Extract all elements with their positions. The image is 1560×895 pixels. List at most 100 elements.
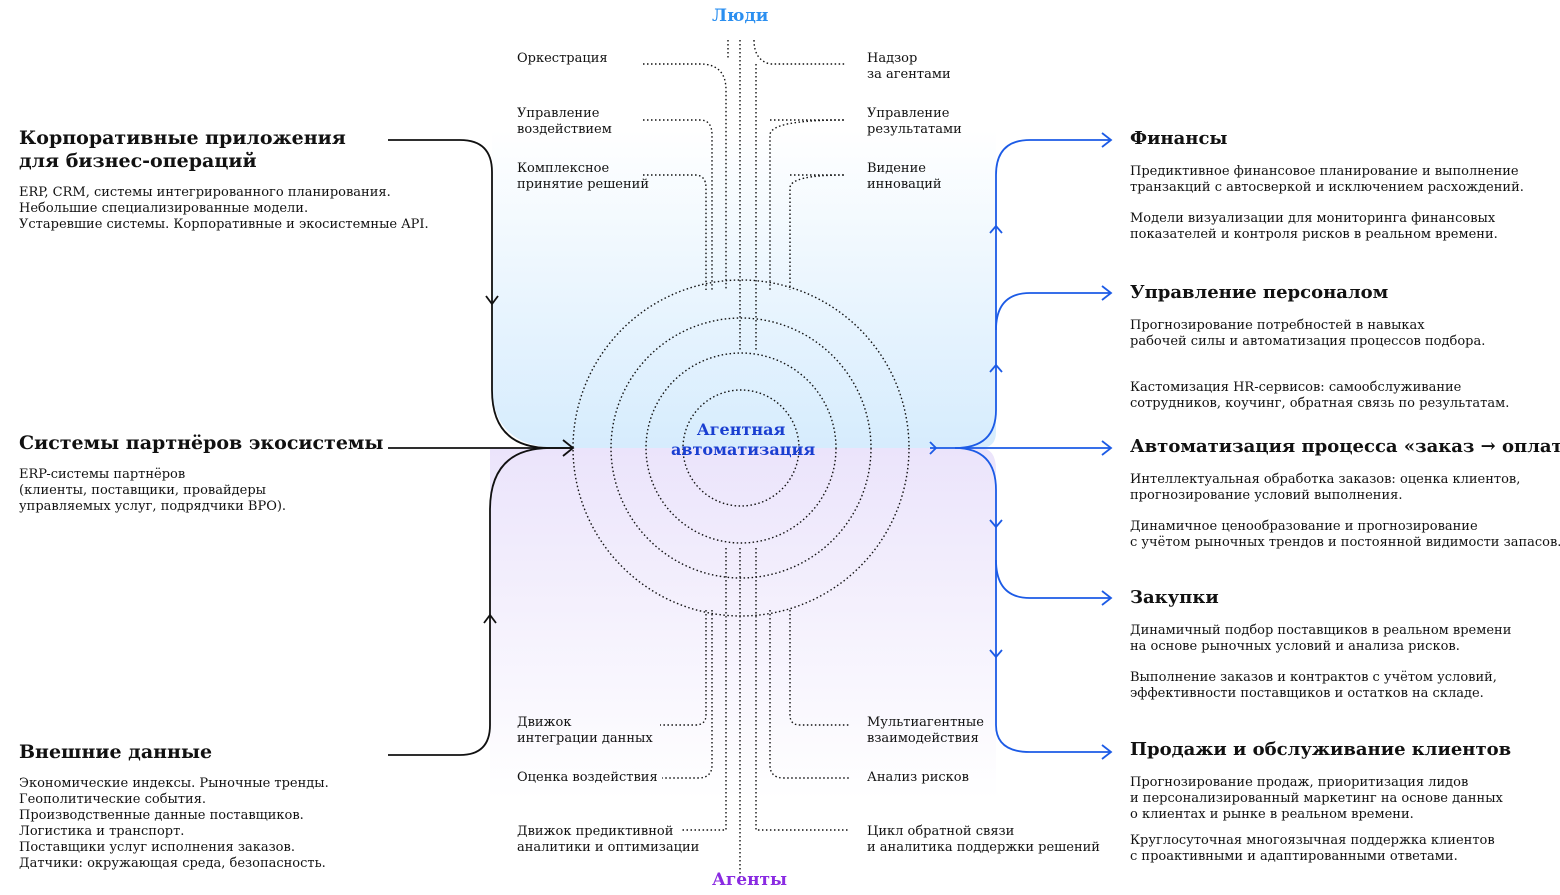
para-line: Динамичный подбор поставщиков в реальном… [1130, 623, 1512, 638]
input-arrowheads [483, 295, 575, 624]
cap-line: Движок предиктивной [517, 824, 674, 839]
cap-line: и аналитика поддержки решений [867, 840, 1100, 855]
para-line: и персонализированный маркетинг на основ… [1130, 791, 1503, 806]
procurement-paragraph: Выполнение заказов и контрактов с учётом… [1130, 670, 1511, 702]
people-cap-decision-making: Комплексное принятие решений [517, 161, 649, 193]
cap-line: Оценка воздействия [517, 770, 658, 785]
cap-line: взаимодействия [867, 731, 979, 746]
title-line: Системы партнёров экосистемы [19, 432, 384, 454]
para-line: Прогнозирование продаж, приоритизация ли… [1130, 775, 1469, 790]
order-to-cash-paragraph: Интеллектуальная обработка заказов: оцен… [1130, 472, 1560, 504]
cap-line: Надзор [867, 51, 918, 66]
center-label-line: автоматизация [671, 440, 816, 459]
order-to-cash-block: Автоматизация процесса «заказ → оплата» … [1130, 436, 1560, 551]
body-line: Геополитические события. [19, 792, 207, 807]
order-to-cash-paragraph: Динамичное ценообразование и прогнозиров… [1130, 519, 1560, 551]
output-flows [930, 139, 1110, 753]
people-pole-label: Люди [712, 6, 769, 26]
cap-line: Мультиагентные [867, 715, 984, 730]
order-to-cash-title: Автоматизация процесса «заказ → оплата» [1130, 436, 1560, 457]
people-cap-agent-oversight: Надзор за агентами [867, 51, 951, 83]
body-line: Устаревшие системы. Корпоративные и экос… [19, 217, 429, 232]
center-label-line: Агентная [696, 420, 786, 439]
cap-line: Комплексное [517, 161, 610, 176]
cap-line: результатами [867, 122, 962, 137]
agents-pole-label: Агенты [712, 870, 788, 890]
procurement-title: Закупки [1130, 587, 1219, 608]
finance-title: Финансы [1130, 128, 1228, 149]
body-line: управляемых услуг, подрядчики BPO). [19, 499, 287, 514]
title-line: для бизнес-операций [19, 150, 257, 172]
body-line: Производственные данные поставщиков. [19, 808, 304, 823]
agent-cap-feedback-loop: Цикл обратной связи и аналитика поддержк… [867, 824, 1100, 856]
cap-line: за агентами [867, 67, 951, 82]
hr-block: Управление персоналом Прогнозирование по… [1130, 282, 1509, 412]
corporate-apps-block: Корпоративные приложения для бизнес-опер… [19, 127, 429, 233]
automation-rings [572, 279, 910, 617]
cap-line: Видение [867, 161, 926, 176]
agent-cap-risk-analysis: Анализ рисков [867, 770, 969, 786]
people-channels [643, 39, 846, 350]
body-line: Логистика и транспорт. [19, 824, 185, 839]
center-label: Агентная автоматизация [671, 420, 816, 460]
cap-line: инноваций [867, 177, 942, 192]
body-line: ERP-системы партнёров [19, 467, 186, 482]
body-line: Небольшие специализированные модели. [19, 201, 309, 216]
people-zone-tint [492, 130, 996, 448]
cap-line: Цикл обратной связи [867, 824, 1015, 839]
para-line: Предиктивное финансовое планирование и в… [1130, 164, 1519, 179]
finance-block: Финансы Предиктивное финансовое планиров… [1130, 128, 1524, 243]
corporate-apps-title: Корпоративные приложения для бизнес-опер… [19, 127, 379, 173]
partner-systems-block: Системы партнёров экосистемы ERP-системы… [19, 432, 384, 515]
body-line: Экономические индексы. Рыночные тренды. [19, 776, 329, 791]
para-line: сотрудников, коучинг, обратная связь по … [1130, 396, 1510, 411]
cap-line: интеграции данных [517, 731, 653, 746]
para-line: прогнозирование условий выполнения. [1130, 488, 1403, 503]
cap-line: аналитики и оптимизации [517, 840, 700, 855]
agent-cap-data-integration: Движок интеграции данных [517, 715, 653, 747]
input-flows [388, 139, 572, 756]
people-cap-impact-management: Управление воздействием [517, 106, 612, 138]
para-line: Кастомизация HR-сервисов: самообслуживан… [1130, 380, 1462, 395]
sales-service-paragraph: Круглосуточная многоязычная поддержка кл… [1130, 833, 1511, 865]
people-cap-orchestration: Оркестрация [517, 51, 608, 67]
body-line: (клиенты, поставщики, провайдеры [19, 483, 267, 498]
output-arrowheads [929, 132, 1113, 760]
hr-title: Управление персоналом [1130, 282, 1389, 303]
finance-paragraph: Модели визуализации для мониторинга фина… [1130, 211, 1524, 243]
external-data-block: Внешние данные Экономические индексы. Ры… [19, 741, 379, 872]
para-line: Выполнение заказов и контрактов с учётом… [1130, 670, 1497, 685]
para-line: рабочей силы и автоматизация процессов п… [1130, 334, 1486, 349]
para-line: на основе рыночных условий и анализа рис… [1130, 639, 1460, 654]
cap-line: Управление [517, 106, 600, 121]
agent-cap-predictive-engine: Движок предиктивной аналитики и оптимиза… [517, 824, 699, 856]
para-line: Динамичное ценообразование и прогнозиров… [1130, 519, 1478, 534]
body-line: Датчики: окружающая среда, безопасность. [19, 856, 326, 871]
body-line: Поставщики услуг исполнения заказов. [19, 840, 295, 855]
procurement-paragraph: Динамичный подбор поставщиков в реальном… [1130, 623, 1511, 655]
para-line: Интеллектуальная обработка заказов: оцен… [1130, 472, 1521, 487]
para-line: эффективности поставщиков и остатков на … [1130, 686, 1484, 701]
external-data-body: Экономические индексы. Рыночные тренды. … [19, 776, 379, 872]
para-line: транзакций с автосверкой и исключением р… [1130, 180, 1524, 195]
finance-paragraph: Предиктивное финансовое планирование и в… [1130, 164, 1524, 196]
agents-zone-tint [490, 448, 996, 800]
agent-cap-multiagent: Мультиагентные взаимодействия [867, 715, 984, 747]
title-line: Внешние данные [19, 741, 213, 763]
para-line: о клиентах и рынке в реальном времени. [1130, 807, 1414, 822]
partner-systems-body: ERP-системы партнёров (клиенты, поставщи… [19, 467, 379, 515]
para-line: Прогнозирование потребностей в навыках [1130, 318, 1425, 333]
sales-service-block: Продажи и обслуживание клиентов Прогнози… [1130, 739, 1511, 865]
cap-line: Движок [517, 715, 572, 730]
hr-paragraph: Прогнозирование потребностей в навыках р… [1130, 318, 1509, 350]
corporate-apps-body: ERP, CRM, системы интегрированного плани… [19, 185, 429, 233]
cap-line: Анализ рисков [867, 770, 969, 785]
cap-line: Оркестрация [517, 51, 608, 66]
para-line: Круглосуточная многоязычная поддержка кл… [1130, 833, 1495, 848]
para-line: Модели визуализации для мониторинга фина… [1130, 211, 1496, 226]
partner-systems-title: Системы партнёров экосистемы [19, 432, 384, 455]
sales-service-title: Продажи и обслуживание клиентов [1130, 739, 1512, 760]
sales-service-paragraph: Прогнозирование продаж, приоритизация ли… [1130, 775, 1511, 823]
para-line: показателей и контроля рисков в реальном… [1130, 227, 1498, 242]
